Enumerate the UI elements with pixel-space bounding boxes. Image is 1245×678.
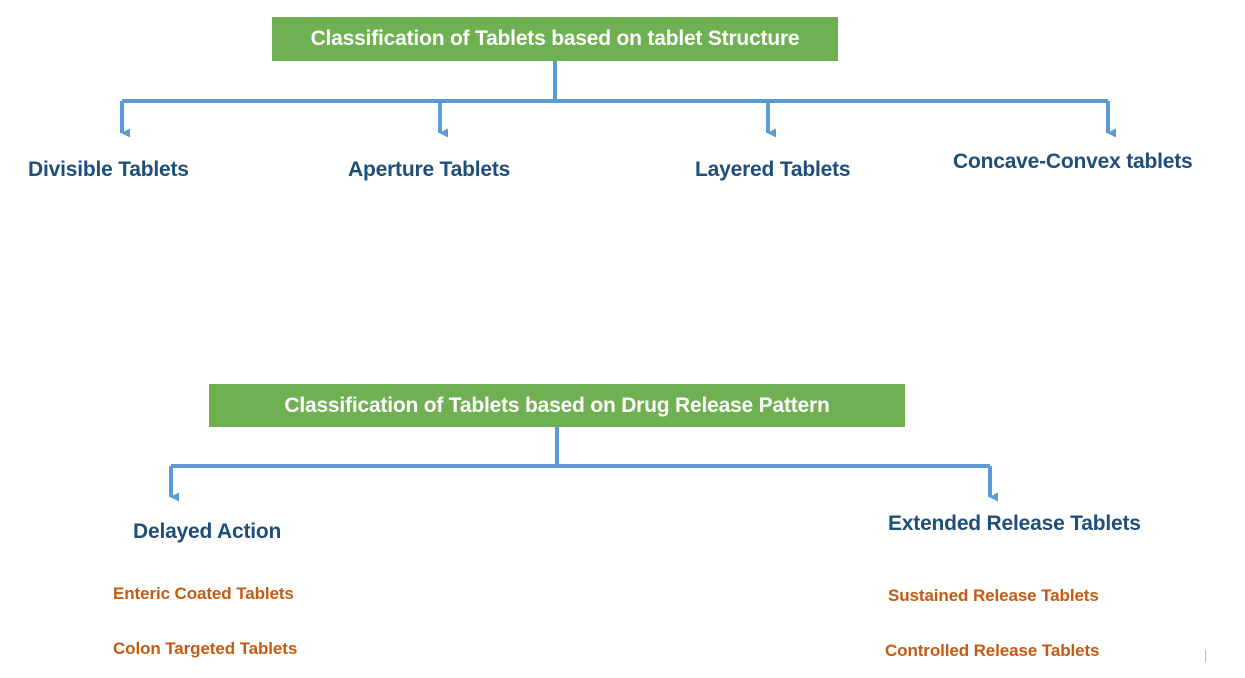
header-box-drug-release-pattern: Classification of Tablets based on Drug …: [209, 384, 905, 427]
branch-label-extended-release-tablets: Extended Release Tablets: [888, 512, 1141, 535]
sub-label-controlled-release-tablets: Controlled Release Tablets: [885, 641, 1100, 660]
connector-release: [169, 427, 998, 502]
page-artifact-mark: [1205, 650, 1206, 662]
connector-structure: [120, 61, 1116, 138]
branch-label-delayed-action: Delayed Action: [133, 520, 282, 543]
sub-label-enteric-coated-tablets: Enteric Coated Tablets: [113, 584, 294, 603]
sub-label-colon-targeted-tablets: Colon Targeted Tablets: [113, 639, 298, 658]
branch-label-concave-convex-tablets: Concave-Convex tablets: [953, 150, 1193, 173]
branch-label-divisible-tablets: Divisible Tablets: [28, 158, 189, 181]
sub-label-sustained-release-tablets: Sustained Release Tablets: [888, 586, 1099, 605]
branch-label-aperture-tablets: Aperture Tablets: [348, 158, 511, 181]
branch-label-layered-tablets: Layered Tablets: [695, 158, 851, 181]
header-box-tablet-structure: Classification of Tablets based on table…: [272, 17, 838, 61]
